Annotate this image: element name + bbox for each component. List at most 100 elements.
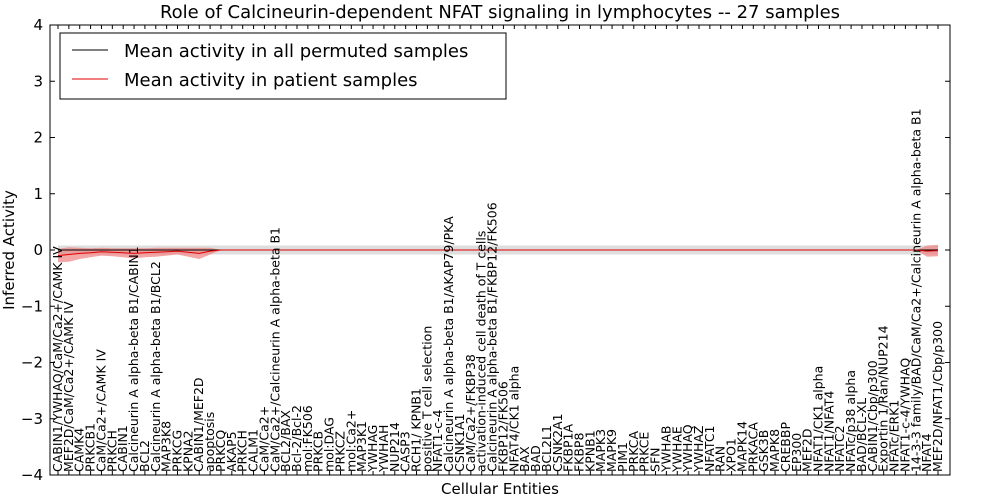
x-tick-label: XPO1 bbox=[724, 438, 739, 472]
y-axis-label: Inferred Activity bbox=[0, 190, 18, 310]
plot-area bbox=[57, 244, 939, 263]
x-tick-label: PRKCB1 bbox=[83, 423, 98, 472]
x-tick-label: Calcineurin A alpha-beta B1/AKAP79/PKA bbox=[441, 216, 456, 472]
y-tick-label: 0 bbox=[33, 241, 43, 259]
x-tick-label: NFAT1/NFAT4 bbox=[821, 391, 836, 472]
x-tick-label: PRKCG bbox=[170, 430, 185, 472]
x-tick-label: MAP3K1 bbox=[354, 421, 369, 472]
x-tick-label: PRKCQ bbox=[213, 430, 228, 472]
x-tick-label: CaM/Ca2+/FKBP38 bbox=[463, 354, 478, 472]
x-tick-label: BCL2L1 bbox=[539, 425, 554, 472]
x-tick-label: CALM1 bbox=[246, 429, 261, 472]
patient-series-line bbox=[57, 249, 939, 257]
y-tick-label: −3 bbox=[21, 410, 43, 428]
x-tick-label: CaM/Ca2+/CAMK IV bbox=[94, 349, 109, 472]
x-tick-label: CaM/Ca2+ bbox=[256, 406, 271, 472]
x-axis: CABIN1/YWHAQ/CaM/Ca2+/CAMK IVMEF2D/CaM/C… bbox=[50, 25, 945, 475]
x-tick-label: CABIN1/MEF2D bbox=[191, 377, 206, 472]
x-tick-label: CABIN1/YWHAQ/CaM/Ca2+/CAMK IV bbox=[50, 246, 65, 472]
x-tick-label: MAPK8 bbox=[767, 429, 782, 472]
x-tick-label: PRKACA bbox=[745, 422, 760, 472]
x-tick-label: Calcineurin A alpha-beta B1/FKBP12/FK506 bbox=[485, 202, 500, 472]
x-tick-label: Calcineurin A alpha-beta B1/CABIN1 bbox=[126, 246, 141, 472]
y-axis: 4 3 2 1 0 −1 −2 −3 −4 bbox=[21, 16, 950, 484]
x-tick-label: Exportin 1/Ran/NUP214 bbox=[876, 325, 891, 472]
x-axis-label: Cellular Entities bbox=[441, 480, 559, 498]
x-tick-label: apoptosis bbox=[202, 412, 217, 472]
x-tick-label: YWHAH bbox=[376, 425, 391, 473]
x-tick-label: NFATc/p38 alpha bbox=[843, 370, 858, 472]
x-tick-label: NFATC1 bbox=[702, 425, 717, 472]
x-tick-label: YWHAZ bbox=[691, 425, 706, 473]
x-tick-label: activation-induced cell death of T cells bbox=[474, 231, 489, 472]
x-tick-label: RCH1/ KPNB1 bbox=[409, 388, 424, 472]
x-tick-label: Bcl-2/Bcl-2 bbox=[289, 405, 304, 472]
x-tick-label: mol:FK506 bbox=[300, 405, 315, 472]
x-tick-label: PRKCH bbox=[104, 430, 119, 472]
legend: Mean activity in all permuted samples Me… bbox=[59, 32, 507, 100]
y-tick-label: −2 bbox=[21, 354, 43, 372]
x-tick-label: BCL2 bbox=[137, 440, 152, 472]
x-tick-label: CABIN1 bbox=[115, 425, 130, 472]
x-tick-label: FKBP12/FK506 bbox=[495, 381, 510, 472]
x-tick-label: CASP3 bbox=[398, 431, 413, 472]
x-tick-label: CREBBP bbox=[778, 422, 793, 472]
x-tick-label: mol:Ca2+ bbox=[343, 410, 358, 472]
x-tick-label: mol:DAG bbox=[322, 417, 337, 472]
x-tick-label: NFATC2 bbox=[832, 425, 847, 472]
x-tick-label: GSK3B bbox=[756, 430, 771, 472]
x-tick-label: NFAT4/CK1 alpha bbox=[506, 366, 521, 472]
y-tick-label: 1 bbox=[33, 185, 43, 203]
x-tick-label: CSNK1A1 bbox=[452, 413, 467, 472]
x-tick-label: BAX bbox=[517, 446, 532, 472]
legend-label-patient: Mean activity in patient samples bbox=[124, 70, 418, 91]
x-tick-label: YWHAQ bbox=[680, 424, 695, 473]
x-tick-label: PRKCH bbox=[235, 430, 250, 472]
x-tick-label: PRKCA bbox=[626, 431, 641, 472]
x-tick-label: NFAT1-c-4 bbox=[430, 409, 445, 471]
x-tick-label: KPNA2 bbox=[180, 430, 195, 472]
x-tick-label: MAP3K8 bbox=[159, 421, 174, 472]
y-tick-label: 4 bbox=[33, 16, 43, 34]
x-tick-label: EP300 bbox=[789, 433, 804, 472]
x-tick-label: MAPK9 bbox=[604, 429, 619, 472]
x-tick-label: MEF2D/NFAT1/Cbp/p300 bbox=[930, 321, 945, 472]
x-tick-label: BCL2/BAX bbox=[278, 410, 293, 472]
x-tick-label: RAN bbox=[713, 446, 728, 472]
y-tick-label: 2 bbox=[33, 129, 43, 147]
x-tick-label: AKAP5 bbox=[224, 431, 239, 472]
x-tick-label: Calcineurin A alpha-beta B1/BCL2 bbox=[148, 261, 163, 472]
x-tick-label: positive T cell selection bbox=[419, 326, 434, 472]
x-tick-label: CABIN1/Cbp/p300 bbox=[865, 360, 880, 472]
x-tick-label: YWHAG bbox=[365, 425, 380, 473]
x-tick-label: CaM/Ca2+/Calcineurin A alpha-beta B1 bbox=[267, 227, 282, 472]
chart-title: Role of Calcineurin-dependent NFAT signa… bbox=[160, 2, 840, 23]
x-tick-label: YWHAB bbox=[658, 425, 673, 473]
x-tick-label: MAPK3 bbox=[593, 429, 608, 472]
y-tick-label: −1 bbox=[21, 297, 43, 315]
x-tick-label: MAPK14 bbox=[734, 421, 749, 472]
x-tick-label: MEF2D bbox=[800, 429, 815, 472]
x-tick-label: NFAT4 bbox=[919, 433, 934, 472]
x-tick-label: KPNB1 bbox=[582, 430, 597, 472]
x-tick-label: MEF2D/CaM/Ca2+/CAMK IV bbox=[61, 301, 76, 472]
legend-box bbox=[59, 32, 507, 100]
x-tick-label: 14-3-3 family/BAD/CaM/Ca2+/Calcineurin A… bbox=[908, 108, 923, 472]
x-tick-label: NUP214 bbox=[387, 422, 402, 472]
x-tick-label: PRKCZ bbox=[333, 431, 348, 472]
x-tick-label: NFATc/ERK1 bbox=[887, 400, 902, 472]
x-tick-label: CSNK2A1 bbox=[550, 413, 565, 472]
x-tick-label: SFN bbox=[648, 447, 663, 471]
y-tick-label: 3 bbox=[33, 72, 43, 90]
legend-label-permuted: Mean activity in all permuted samples bbox=[124, 41, 468, 62]
x-tick-label: BAD bbox=[528, 445, 543, 472]
x-tick-label: CAMK4 bbox=[72, 428, 87, 472]
x-tick-label: YWHAE bbox=[669, 426, 684, 473]
x-tick-label: PIM1 bbox=[615, 442, 630, 472]
x-tick-label: BAD/BCL-XL bbox=[854, 398, 869, 472]
y-tick-label: −4 bbox=[21, 466, 43, 484]
x-tick-label: NFAT1/CK1 alpha bbox=[811, 366, 826, 472]
x-tick-label: PRKCE bbox=[637, 432, 652, 472]
x-tick-label: NFAT1-c-4/YWHAQ bbox=[897, 358, 912, 472]
